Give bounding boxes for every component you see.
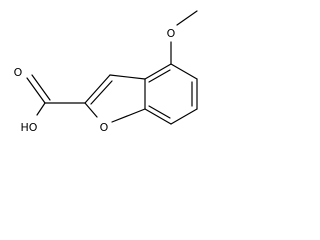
bond-c7-c7a-double: [148, 105, 171, 119]
atom-label-carbonyl-oxygen: O: [14, 66, 23, 79]
atom-label-ring-oxygen: O: [100, 121, 109, 134]
bond-c4-c5: [170, 63, 198, 80]
structure-canvas: O O HO O: [0, 0, 212, 148]
bond-o1-c7a: [111, 108, 146, 123]
bond-ccooh-ohydroxyl: [36, 102, 46, 116]
bond-ccooh-ocarbonyl-double: [31, 74, 51, 101]
bond-ccooh-ocarbonyl: [26, 77, 46, 104]
bond-c3-c2-double: [90, 80, 113, 105]
molecule-structure: O O HO O: [14, 10, 198, 134]
bond-c3a-c3: [109, 74, 146, 80]
bond-c2-o1: [84, 102, 98, 118]
atom-label-hydroxyl: HO: [21, 121, 38, 134]
bond-c3a-c4: [144, 63, 172, 80]
atom-label-methoxy-oxygen: O: [167, 27, 176, 40]
bond-c7-c7a: [144, 108, 172, 125]
bond-omethoxy-ch3: [176, 10, 198, 26]
bond-c6-c7: [170, 108, 198, 125]
bond-c3a-c4-double: [148, 69, 171, 83]
bond-c3-c2: [84, 74, 111, 104]
